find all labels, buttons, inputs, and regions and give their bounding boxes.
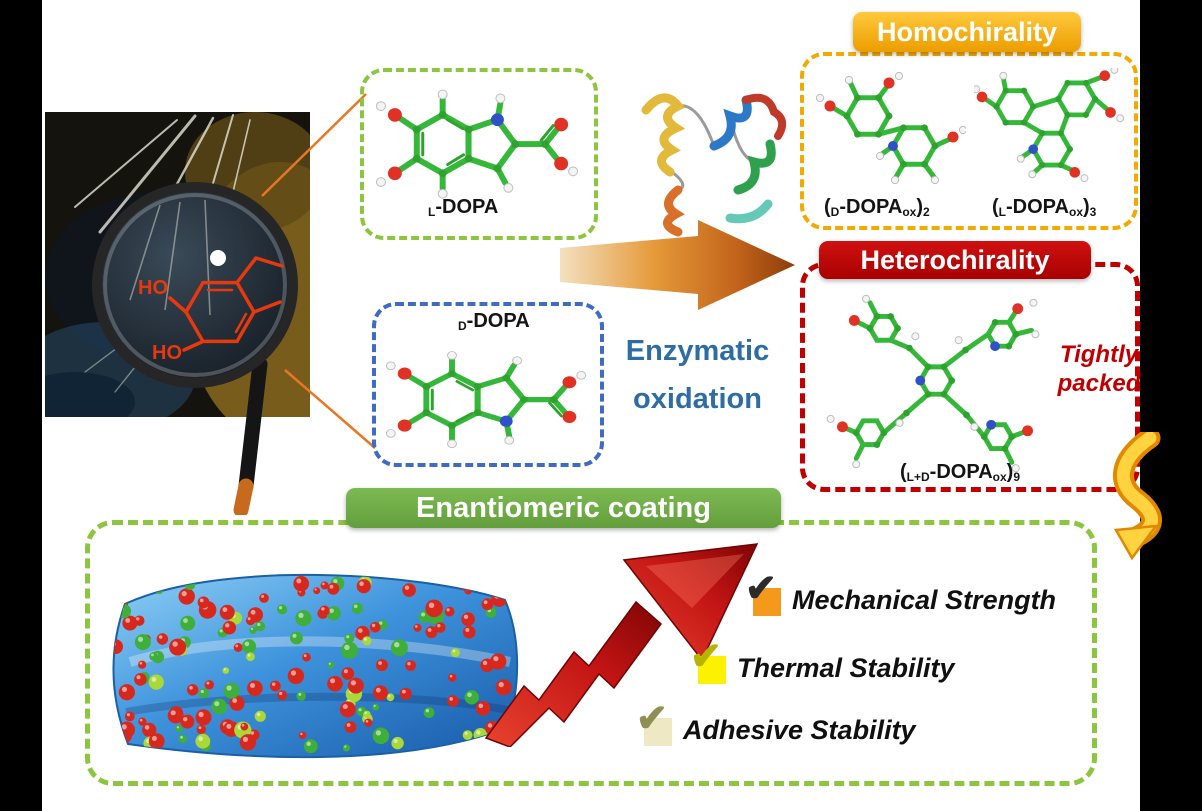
magnifier-handle-tip xyxy=(233,478,254,515)
highlight-square xyxy=(753,588,781,616)
ldopa-box: L-DOPA xyxy=(360,68,598,240)
rising-arrow xyxy=(484,543,759,747)
coating-surface xyxy=(112,573,519,759)
homochirality-box: Homochirality xyxy=(800,12,1138,230)
enzymatic-oxidation-label: Enzymatic oxidation xyxy=(625,335,770,415)
benefit-label: Adhesive Stability xyxy=(683,714,916,745)
surface-sheet xyxy=(112,573,519,759)
tightly-packed-note: Tightly packed xyxy=(1057,341,1141,397)
checkbox-mechanical: ✔ xyxy=(745,570,784,617)
check-icon: ✔ xyxy=(690,636,722,678)
right-black-bar xyxy=(1140,0,1202,811)
ldopa-label: L-DOPA xyxy=(428,196,499,219)
reaction-arrow xyxy=(560,220,795,310)
ho-label-bottom: HO xyxy=(152,342,182,364)
left-black-bar xyxy=(0,0,42,811)
benefit-mechanical-strength: ✔ Mechanical Strength xyxy=(745,570,1057,617)
catechol-structure xyxy=(168,256,284,352)
highlight-square xyxy=(698,656,726,684)
magnifier-handle xyxy=(238,356,268,494)
curved-down-arrow xyxy=(1113,432,1162,560)
ddopa-box: D-DOPA xyxy=(372,302,604,467)
heterochirality-banner: Heterochirality xyxy=(819,241,1091,279)
homo-mol2-label: (L-DOPAox)3 xyxy=(992,196,1097,219)
hetero-network-molecule xyxy=(826,294,1040,473)
enzyme-protein xyxy=(641,93,787,237)
l-dopa-molecule xyxy=(375,89,579,199)
lens-highlight xyxy=(210,250,226,266)
benefit-thermal-stability: ✔ Thermal Stability xyxy=(690,638,955,685)
hetero-mol-label: (L+D-DOPAox)9 xyxy=(899,461,1021,484)
homo-trimer-molecule xyxy=(974,68,1125,182)
lens xyxy=(92,182,298,388)
highlight-square xyxy=(644,718,672,746)
magnifying-glass: HO HO xyxy=(92,182,298,515)
check-icon: ✔ xyxy=(636,698,668,740)
heterochirality-box: Heterochirality xyxy=(800,241,1141,492)
checkbox-thermal: ✔ xyxy=(690,638,729,685)
homo-mol1-label: (D-DOPAox)2 xyxy=(824,196,930,219)
ddopa-label: D-DOPA xyxy=(458,310,530,333)
benefit-adhesive-stability: ✔ Adhesive Stability xyxy=(636,700,916,747)
benefit-label: Mechanical Strength xyxy=(792,584,1057,615)
d-dopa-molecule xyxy=(378,332,600,462)
check-icon: ✔ xyxy=(745,568,777,610)
homochirality-banner: Homochirality xyxy=(853,12,1081,52)
benefit-label: Thermal Stability xyxy=(737,652,955,683)
homo-dimer-molecule xyxy=(816,72,966,184)
checkbox-adhesive: ✔ xyxy=(636,700,675,747)
ho-label-top: HO xyxy=(138,277,168,299)
enantiomeric-coating-box: Enantiomeric coating xyxy=(85,488,1097,786)
coating-banner: Enantiomeric coating xyxy=(346,488,781,528)
